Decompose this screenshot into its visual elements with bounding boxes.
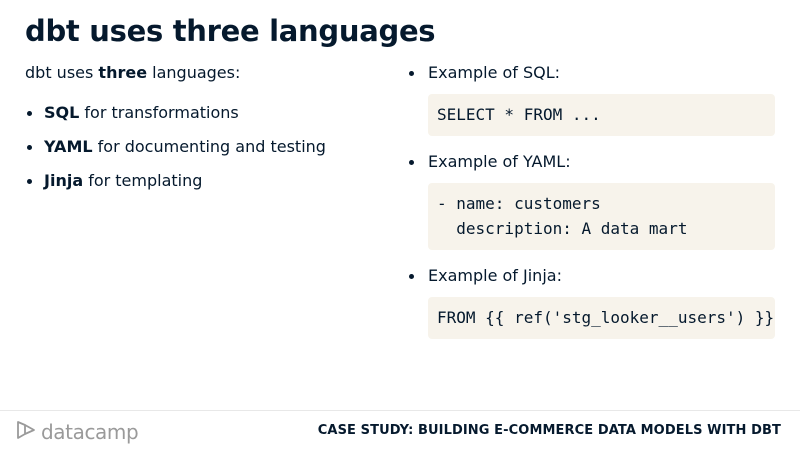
intro-text: dbt uses three languages: bbox=[25, 62, 385, 84]
yaml-code-block: - name: customers description: A data ma… bbox=[428, 183, 775, 250]
language-item-yaml: YAML for documenting and testing bbox=[25, 136, 385, 158]
yaml-example-label: Example of YAML: bbox=[407, 151, 775, 173]
language-name: YAML bbox=[44, 137, 93, 156]
language-item-jinja: Jinja for templating bbox=[25, 170, 385, 192]
datacamp-logo-icon bbox=[15, 419, 37, 445]
languages-column: dbt uses three languages: SQL for transf… bbox=[25, 62, 385, 204]
language-item-sql: SQL for transformations bbox=[25, 102, 385, 124]
intro-emphasis: three bbox=[98, 63, 148, 82]
sql-code-block: SELECT * FROM ... bbox=[428, 94, 775, 136]
language-purpose: for documenting and testing bbox=[92, 137, 326, 156]
language-purpose: for templating bbox=[83, 171, 203, 190]
language-name: Jinja bbox=[44, 171, 84, 190]
slide-title: dbt uses three languages bbox=[25, 14, 436, 48]
intro-suffix: languages: bbox=[147, 63, 241, 82]
language-purpose: for transformations bbox=[79, 103, 239, 122]
logo-wordmark: datacamp bbox=[41, 420, 139, 444]
sql-example-label: Example of SQL: bbox=[407, 62, 775, 84]
intro-prefix: dbt uses bbox=[25, 63, 99, 82]
jinja-example-label: Example of Jinja: bbox=[407, 265, 775, 287]
jinja-code-block: FROM {{ ref('stg_looker__users') }} bbox=[428, 297, 775, 339]
language-name: SQL bbox=[44, 103, 80, 122]
course-title: CASE STUDY: BUILDING E-COMMERCE DATA MOD… bbox=[317, 423, 781, 438]
languages-list: SQL for transformations YAML for documen… bbox=[25, 102, 385, 192]
datacamp-logo: datacamp bbox=[15, 419, 139, 445]
examples-column: Example of SQL: SELECT * FROM ... Exampl… bbox=[407, 62, 775, 339]
footer-divider bbox=[0, 410, 800, 411]
